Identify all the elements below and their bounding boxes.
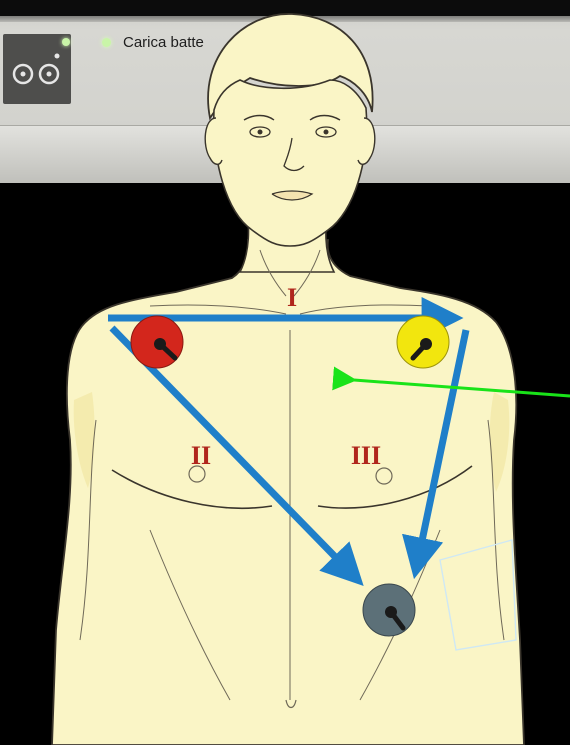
left-pupil: [258, 130, 263, 135]
lead-ii-label: II: [191, 441, 211, 470]
lead-i-label: I: [287, 283, 297, 312]
face: [214, 80, 367, 246]
lead-iii-label: III: [351, 441, 381, 470]
left-leg-electrode: [363, 584, 415, 636]
left-arm-electrode: [397, 316, 449, 368]
right-arm-electrode: [131, 316, 183, 368]
right-pupil: [324, 130, 329, 135]
